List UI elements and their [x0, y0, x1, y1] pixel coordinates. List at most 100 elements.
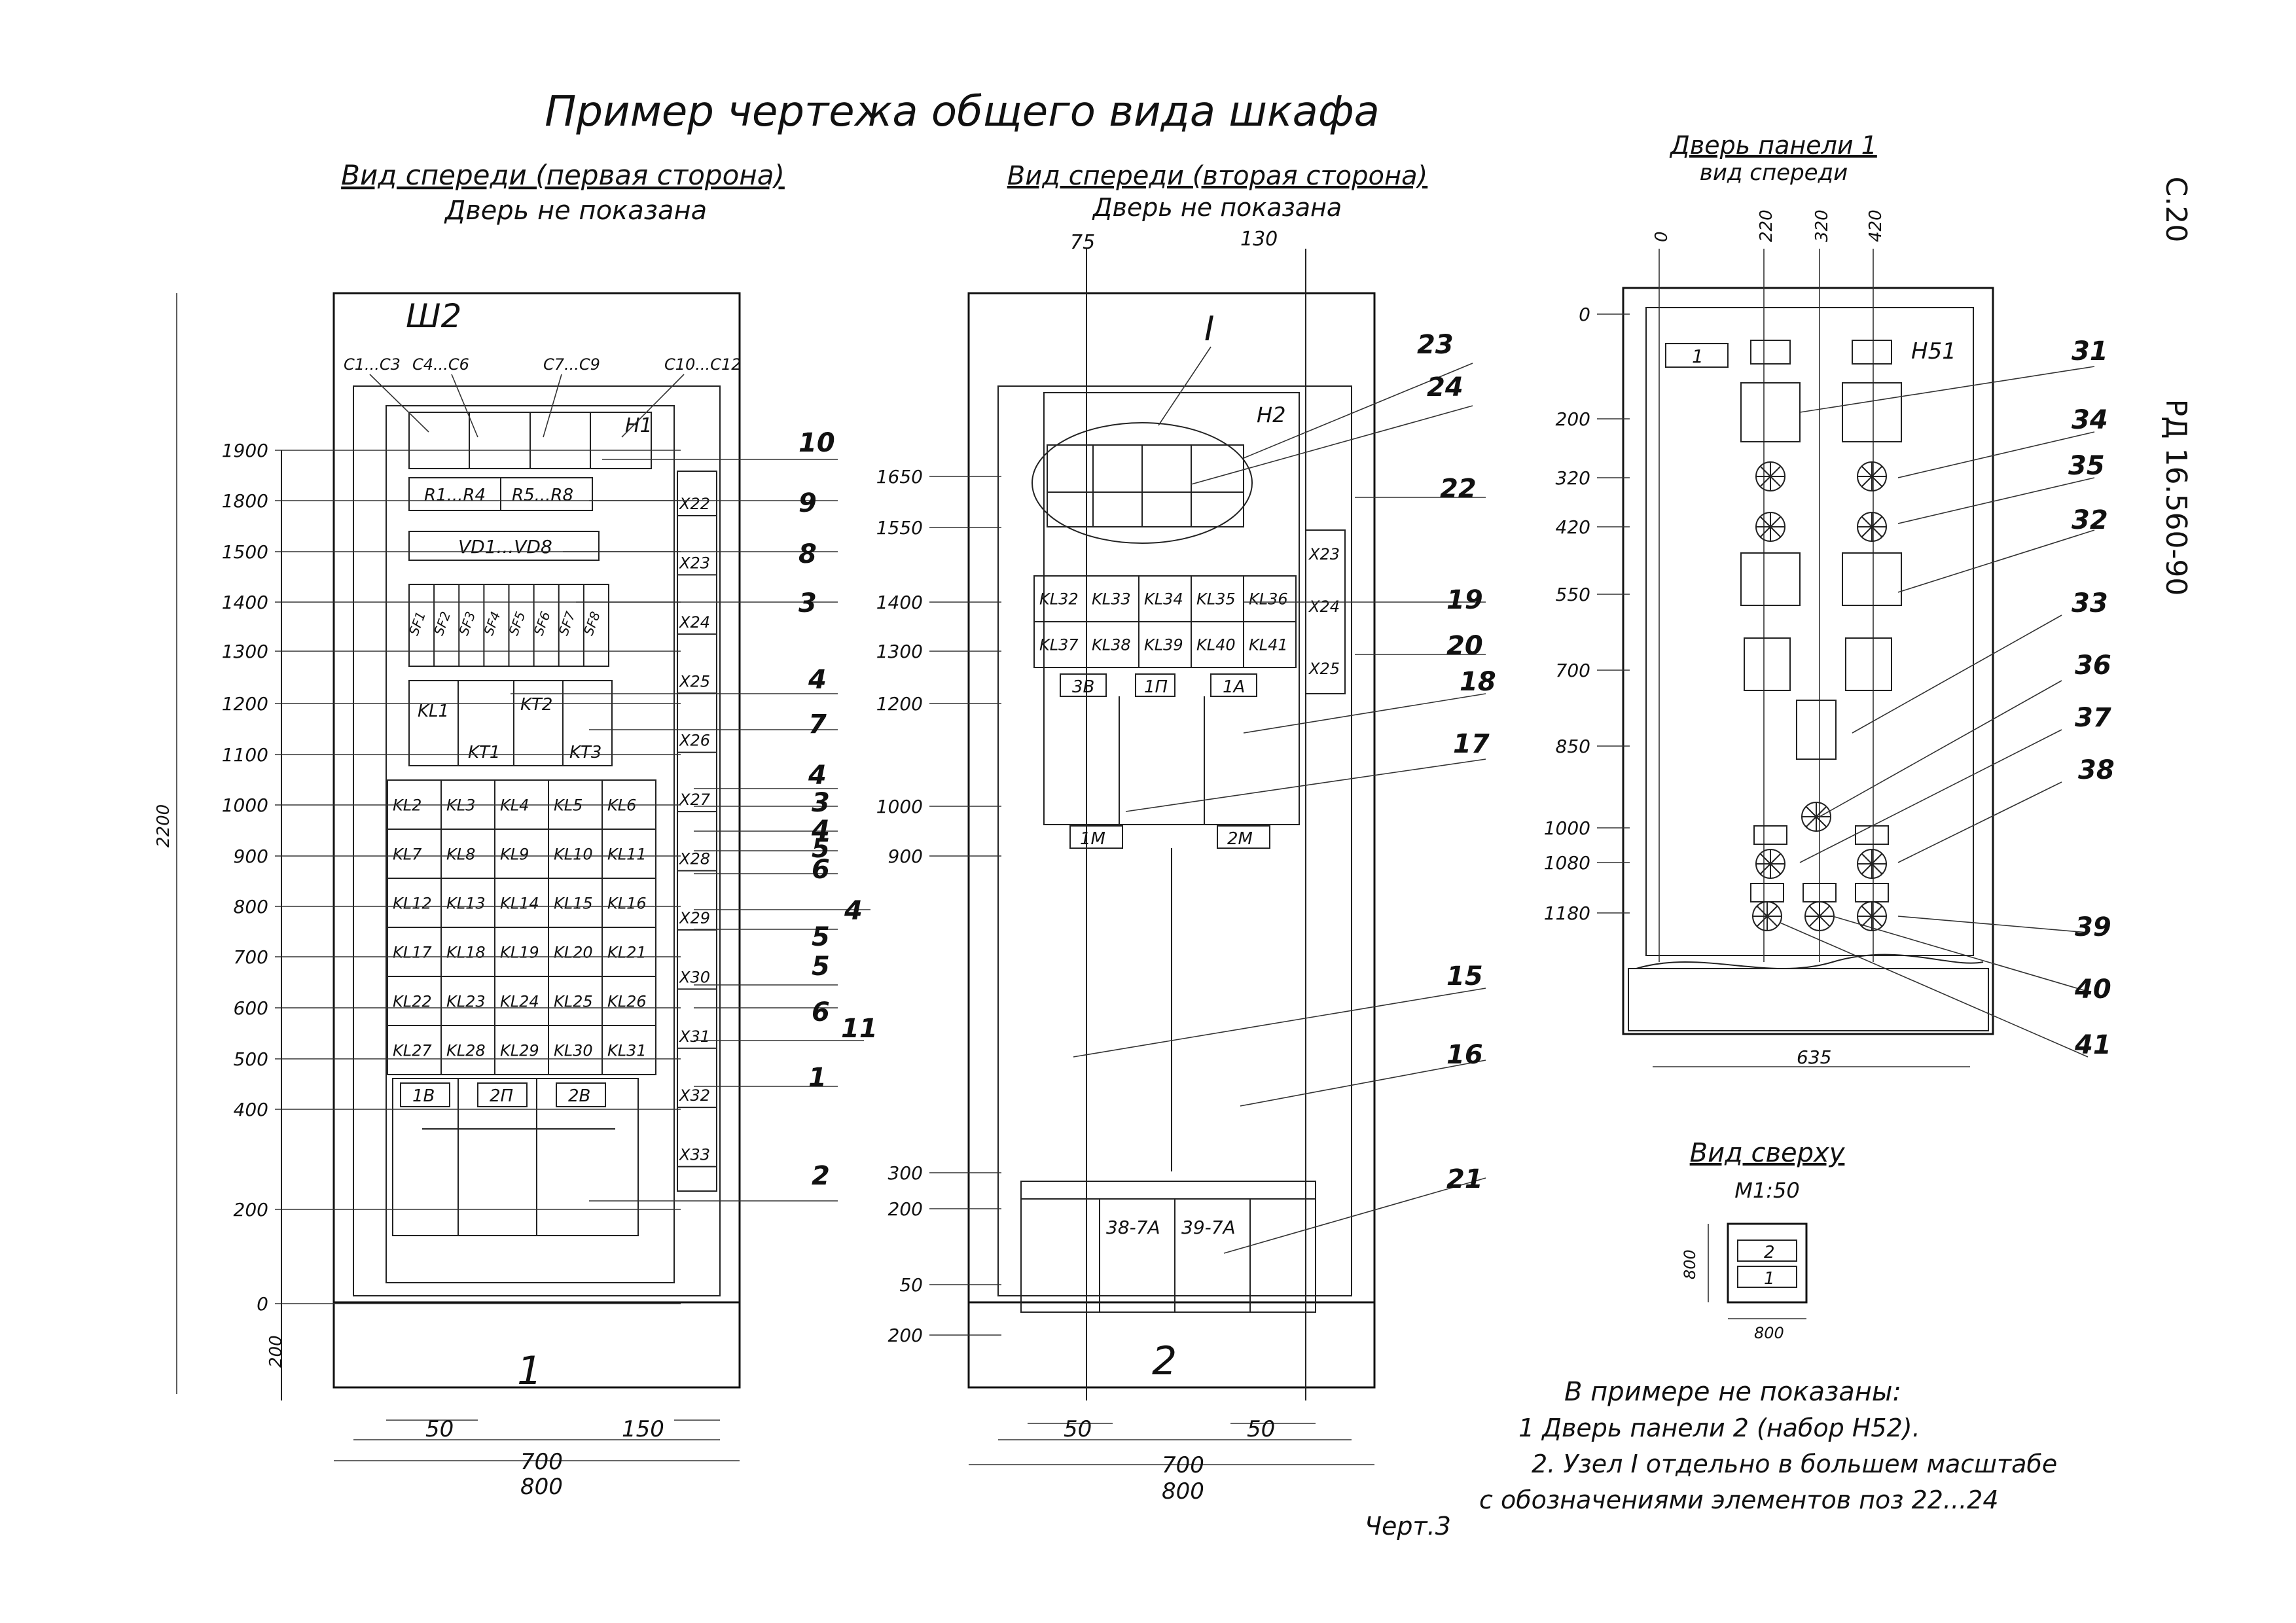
view2-margin-left: 50 [1064, 1416, 1092, 1442]
call3-callout-8: 39 [2075, 912, 2111, 942]
view1-relay-kl17: KL17 [393, 944, 432, 962]
view1-caption: 1 [517, 1348, 542, 1394]
switch-box [1750, 340, 1791, 365]
notes-item-2: 2. Узел I отдельно в большем масштабе [1532, 1450, 2057, 1478]
view2-h-label: H2 [1257, 402, 1285, 427]
view1-bottom-block: 1B 2П 2В [392, 1078, 639, 1236]
view3-door-base [1628, 968, 1989, 1031]
switch-box [1855, 825, 1889, 845]
lev2-level-4: 1200 [876, 693, 923, 715]
top-view-title: Вид сверху [1690, 1138, 1846, 1168]
view1-height-label: 2200 [154, 804, 173, 847]
view2-title: Вид спереди (вторая сторона) [1007, 161, 1427, 191]
view3-col-mark-2: 320 [1812, 209, 1832, 242]
view2-relay-kl38: KL38 [1092, 635, 1131, 654]
view1-cell-r5: R5...R8 [512, 486, 573, 505]
view2-relay-kl40: KL40 [1196, 635, 1236, 654]
view1-relay-kl19: KL19 [500, 944, 539, 962]
top-view-height: 800 [1681, 1249, 1699, 1279]
view2-bottom-block: 38-7A 39-7A [1020, 1181, 1316, 1313]
switch-box [1796, 700, 1837, 760]
call2-callout-6: 17 [1453, 729, 1490, 759]
view1-cell-kl1: KL1 [418, 702, 449, 721]
call1-callout-10: 6 [812, 855, 830, 885]
call1-callout-14: 6 [812, 997, 830, 1027]
view1-timer-block: KL1 KT2 KT1 KT3 [408, 680, 613, 766]
view1-cell-1b: 1B [412, 1086, 435, 1106]
view1-terminal-x24: X24 [678, 613, 710, 632]
lev2-level-1: 1550 [876, 517, 923, 539]
chart-label: Черт.3 [1365, 1512, 1451, 1541]
call3-callout-1: 34 [2072, 405, 2108, 435]
view1-cell-kt1: KT1 [468, 743, 500, 762]
lev3-level-6: 850 [1556, 736, 1590, 757]
view2-cell-3b: 3B [1072, 677, 1094, 697]
view1-terminal-x23: X23 [678, 554, 710, 572]
view3-col-mark-1: 220 [1757, 209, 1776, 242]
call1-callout-3: 3 [798, 588, 817, 618]
view1-relay-kl27: KL27 [393, 1042, 432, 1060]
lev3-level-7: 1000 [1544, 817, 1590, 839]
call3-callout-2: 35 [2068, 451, 2105, 481]
view2-terminal-x25: X25 [1308, 660, 1340, 678]
call1-callout-12: 5 [812, 922, 830, 952]
view2-inner-plate [1043, 392, 1300, 825]
lev1-level-7: 1000 [222, 794, 268, 816]
lev3-level-9: 1180 [1544, 902, 1590, 924]
view3-door-frame [1622, 287, 1994, 1035]
lev1-level-2: 1500 [222, 541, 268, 563]
view1-cell-r1: R1...R4 [424, 486, 486, 505]
view2-relay-kl34: KL34 [1144, 590, 1183, 608]
switch-box [1744, 637, 1791, 691]
call2-callout-0: 23 [1417, 330, 1454, 360]
sheet-title: Пример чертежа общего вида шкафа [545, 88, 1380, 136]
view2-relay-kl36: KL36 [1249, 590, 1288, 608]
view1-relay-kl16: KL16 [607, 895, 647, 913]
call3-callout-6: 37 [2075, 703, 2111, 733]
call1-callout-5: 7 [808, 709, 827, 740]
view1-relay-kl13: KL13 [446, 895, 486, 913]
notes-item-3: с обозначениями элементов поз 22...24 [1479, 1486, 1999, 1514]
page-number: С.20 [2159, 177, 2193, 243]
lev2-level-6: 900 [888, 846, 923, 867]
view1-cell-kt2: KT2 [520, 695, 552, 715]
view1-height-base: 200 [266, 1335, 286, 1368]
view3-h-label: H51 [1911, 338, 1956, 365]
lev3-level-1: 200 [1556, 408, 1590, 430]
view1-relay-kl29: KL29 [500, 1042, 539, 1060]
lev2-level-0: 1650 [876, 466, 923, 488]
lev1-level-4: 1300 [222, 641, 268, 662]
view2-relay-kl37: KL37 [1039, 635, 1079, 654]
view2-cell-38-7a: 38-7A [1106, 1217, 1160, 1238]
view1-margin-right: 150 [622, 1416, 664, 1442]
call1-callout-15: 11 [841, 1014, 878, 1044]
view1-relay-kl9: KL9 [500, 846, 529, 864]
call3-callout-4: 33 [2072, 588, 2108, 618]
view1-terminal-x29: X29 [678, 909, 710, 927]
view1-width-outer: 800 [520, 1474, 563, 1500]
call2-callout-2: 22 [1440, 474, 1477, 504]
view2-node-i-outline [1031, 422, 1253, 544]
call2-callout-7: 15 [1446, 961, 1483, 991]
view1-terminal-x30: X30 [678, 968, 710, 986]
view1-relay-kl18: KL18 [446, 944, 486, 962]
call2-callout-1: 24 [1427, 372, 1463, 402]
view1-relay-kl15: KL15 [554, 895, 593, 913]
notes-title: В примере не показаны: [1564, 1377, 1901, 1407]
view1-relay-kl11: KL11 [607, 846, 647, 864]
call1-callout-13: 5 [812, 952, 830, 982]
view3-door-inner [1645, 307, 1974, 956]
view2-cell-2m: 2M [1227, 829, 1253, 849]
view1-resistor-block: R1...R4 R5...R8 VD1...VD8 [408, 477, 600, 561]
view1-relay-kl28: KL28 [446, 1042, 486, 1060]
lev1-level-5: 1200 [222, 693, 268, 715]
switch-box [1842, 382, 1902, 442]
view1-terminal-x22: X22 [678, 495, 710, 513]
view-front-side-1: Вид спереди (первая сторона) Дверь не по… [154, 159, 878, 1500]
view2-relay-kl39: KL39 [1144, 635, 1183, 654]
